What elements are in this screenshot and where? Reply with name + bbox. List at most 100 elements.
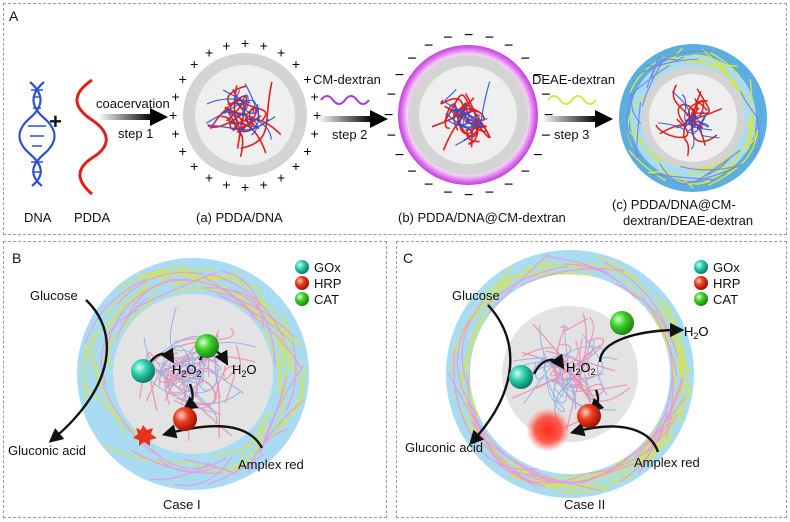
dna-filament: [467, 81, 491, 128]
plus-charge-icon: +: [292, 158, 300, 174]
case-i-label: Case I: [163, 497, 201, 512]
cm-dextran-filament: [524, 454, 631, 484]
resorufin-glow-icon: [526, 408, 570, 452]
cm-dextran-filament: [207, 452, 266, 486]
dna-filament: [456, 102, 488, 126]
cm-dextran-filament: [740, 91, 761, 122]
dna-filament: [450, 109, 477, 127]
plus-charge-icon: +: [277, 169, 285, 185]
panel-a: [3, 3, 787, 235]
cm-dextran-filament: [635, 102, 642, 158]
legend-hrp-icon-c: [694, 276, 708, 290]
cm-dextran-filament: [201, 275, 259, 321]
pdda-filament: [655, 118, 689, 139]
cm-dextran-filament: [174, 455, 234, 487]
legend-gox-label: GOx: [314, 260, 341, 275]
plus-charge-icon: +: [171, 88, 179, 104]
minus-charge-icon: −: [504, 176, 513, 193]
hrp-enzyme-icon: [173, 407, 197, 431]
pdda-filament: [146, 351, 171, 411]
cm-dextran-filament: [221, 270, 261, 307]
gox-to-h2o2-arrow-c: [532, 353, 565, 375]
minus-charge-icon: −: [424, 176, 433, 193]
cm-dextran-filament: [255, 303, 276, 368]
deae-dextran-filament: [123, 273, 153, 326]
plus-charge-icon: +: [260, 177, 268, 193]
cm-dextran-filament: [157, 458, 218, 473]
deae-dextran-filament: [740, 120, 756, 149]
legend-gox-icon-c: [694, 260, 708, 274]
dna-filament: [143, 337, 219, 394]
deae-dextran-filament: [467, 315, 483, 419]
minus-charge-icon: −: [464, 27, 473, 44]
cm-dextran-filament: [488, 253, 549, 314]
minus-charge-icon: −: [395, 67, 404, 84]
step1-label: step 1: [118, 126, 154, 141]
plus-charge-icon: +: [260, 37, 268, 53]
legend-hrp-label-c: HRP: [713, 276, 741, 291]
dna-filament: [553, 355, 570, 413]
pdda-filament: [240, 81, 273, 150]
deae-dextran-filament: [179, 267, 239, 281]
minus-charge-icon: −: [464, 187, 473, 204]
cm-dextran-filament: [700, 149, 741, 180]
negative-charges: −−−−−−−−−−−−−−−−−−−−−−−−: [384, 27, 553, 204]
pdda-filament: [522, 328, 565, 357]
deae-dextran-filament: [744, 114, 754, 148]
cm-dextran-filament: [116, 271, 205, 306]
pdda-filament: [560, 317, 589, 331]
glucose-to-gluconic-arrow: [48, 299, 109, 443]
dna-filament: [452, 109, 483, 127]
deae-dextran-filament: [652, 47, 683, 80]
cm-dextran-filament: [562, 263, 637, 300]
cm-dextran-filament: [125, 279, 193, 322]
deae-dextran-filament: [84, 346, 127, 436]
dna-filament: [192, 370, 218, 391]
cm-dextran-filament: [230, 289, 264, 328]
dna-filament: [447, 119, 474, 146]
h2o2-label-b: H2O2: [172, 362, 202, 379]
cm-dextran-filament: [656, 49, 712, 63]
pdda-filament: [464, 93, 479, 145]
step2-label: step 2: [332, 127, 368, 142]
dna-filament: [457, 118, 485, 129]
pdda-filament: [223, 365, 236, 404]
plus-charge-icon: +: [241, 35, 249, 51]
deae-dextran-filament: [238, 411, 272, 462]
deae-dextran-filament: [709, 52, 741, 78]
minus-charge-icon: −: [424, 38, 433, 55]
gox-enzyme-icon: [131, 359, 155, 383]
h2o-label-b: H2O: [232, 362, 257, 379]
cm-dextran-filament: [494, 460, 586, 484]
pdda-filament: [568, 374, 605, 397]
dna-filament: [462, 113, 481, 127]
dna-filament: [228, 111, 272, 140]
deae-dextran-filament: [499, 273, 594, 280]
pdda-filament: [215, 345, 241, 395]
dna-filament: [140, 362, 201, 384]
deae-dextran-filament: [627, 93, 648, 148]
cm-dextran-filament: [614, 283, 679, 358]
deae-dextran-filament: [146, 267, 217, 278]
cm-dextran-filament: [150, 448, 227, 470]
amplex-to-resorufin-arrow-c: [569, 422, 660, 453]
plus-charge-icon: +: [292, 56, 300, 72]
cm-dextran-filament: [264, 400, 304, 443]
cm-dextran-label: CM-dextran: [313, 72, 381, 87]
deae-dextran-filament: [663, 299, 690, 399]
dna-filament: [235, 112, 258, 136]
plus-charge-icon: +: [311, 88, 319, 104]
cm-dextran-filament: [705, 155, 732, 176]
glucose-label: Glucose: [30, 288, 78, 303]
minus-charge-icon: −: [384, 107, 393, 124]
cm-dextran-filament: [646, 55, 660, 89]
hrp-enzyme-icon-c: [577, 404, 601, 428]
dna-filament: [235, 83, 257, 115]
cat-enzyme-icon-c: [610, 311, 634, 335]
minus-charge-icon: −: [504, 38, 513, 55]
cm-dextran-filament: [634, 378, 684, 457]
dna-filament: [694, 113, 707, 133]
deae-dextran-filament: [726, 129, 759, 175]
deae-dextran-filament: [682, 59, 738, 67]
